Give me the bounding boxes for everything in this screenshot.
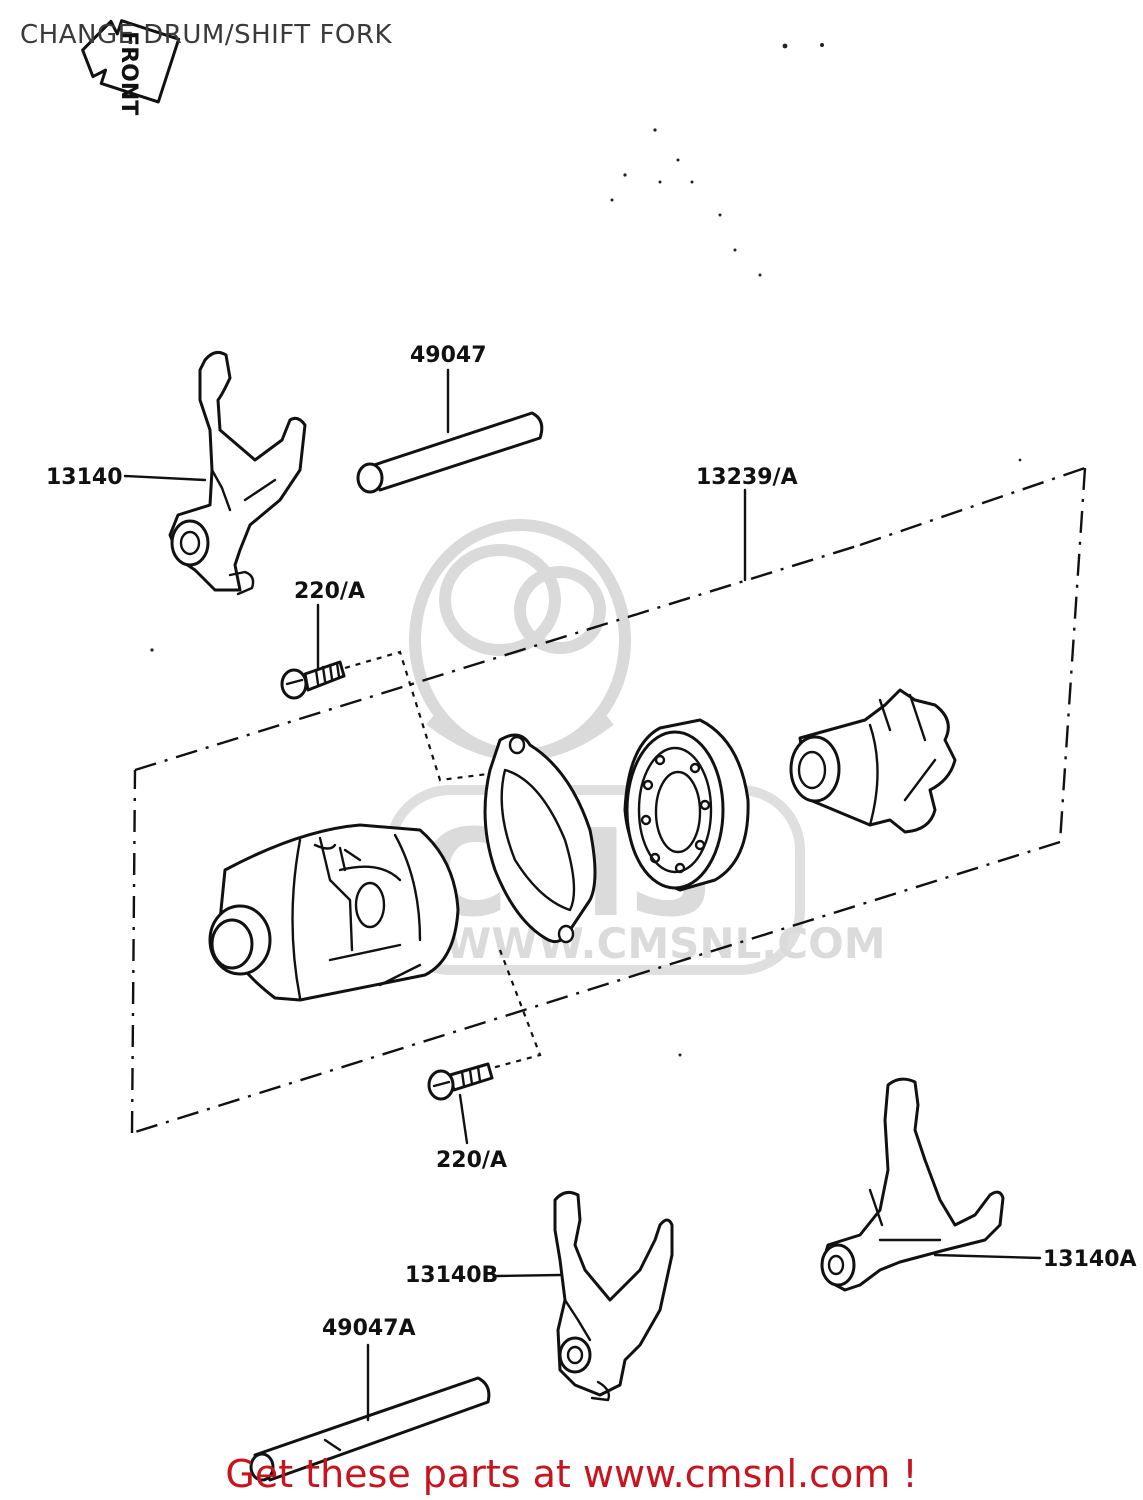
shift-fork-13140a <box>820 1077 1005 1292</box>
shift-fork-13140 <box>168 350 307 596</box>
screw-220a-bottom <box>427 949 542 1101</box>
drum-pin-holder <box>789 688 957 834</box>
leader-13140b <box>495 1273 562 1278</box>
page-title: CHANGE DRUM/SHIFT FORK <box>20 20 392 50</box>
label-220a-top: 220/A <box>294 579 365 604</box>
shaft-49047a <box>249 1376 491 1482</box>
scan-specks <box>150 43 1022 1057</box>
shift-fork-13140b <box>553 1190 674 1402</box>
screw-220a-top <box>280 650 521 782</box>
bearing-holder-plate <box>483 733 597 944</box>
watermark-url: WWW.CMSNL.COM <box>445 919 886 968</box>
change-drum <box>208 823 460 1002</box>
label-13140: 13140 <box>46 465 123 490</box>
front-tag-text: FRONT <box>116 31 141 115</box>
ball-bearing <box>623 718 750 892</box>
footer-cmsnl-link[interactable]: Get these parts at www.cmsnl.com ! <box>225 1452 918 1496</box>
label-220a-bottom: 220/A <box>436 1148 507 1173</box>
label-13140a: 13140A <box>1043 1247 1137 1272</box>
leader-lines <box>123 368 1042 1422</box>
leader-13140 <box>123 474 207 482</box>
front-direction-tag: FRONT <box>81 19 181 115</box>
label-49047: 49047 <box>410 343 487 368</box>
label-13140b: 13140B <box>405 1263 498 1288</box>
leader-13140a <box>933 1253 1042 1260</box>
leader-220a-bottom <box>458 1093 469 1145</box>
drum-assembly-outline <box>130 466 1087 1135</box>
label-49047a: 49047A <box>322 1316 416 1341</box>
label-13239a: 13239/A <box>696 465 798 490</box>
shaft-49047 <box>356 411 544 494</box>
